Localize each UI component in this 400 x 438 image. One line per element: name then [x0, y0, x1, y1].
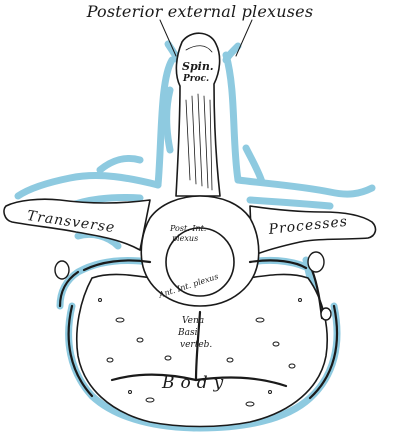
transverse-process-right — [249, 205, 377, 257]
leader-lines — [159, 19, 253, 57]
spinous-hatching — [185, 45, 213, 191]
basivertebral-vein-label-3: verteb. — [180, 340, 213, 350]
vertebral-foramen — [165, 227, 235, 297]
vein-lumens — [58, 259, 339, 400]
title-label: Posterior external plexuses — [86, 2, 314, 21]
spinous-process-label-2: Proc. — [183, 74, 210, 84]
spinous-process-label: Spin. — [182, 60, 214, 73]
posterior-internal-plexus-label-2: plexus — [172, 234, 199, 243]
body-label: Body — [162, 373, 230, 393]
body-pores — [98, 298, 302, 407]
vein-sections — [54, 251, 332, 321]
transverse-process-left — [3, 198, 151, 251]
basivertebral-vein-label: Vena — [182, 316, 205, 326]
basivertebral-vein-label-2: Basi — [178, 328, 198, 338]
posterior-internal-plexus-label: Post. Int. — [170, 224, 207, 233]
spinous-process — [175, 32, 221, 197]
